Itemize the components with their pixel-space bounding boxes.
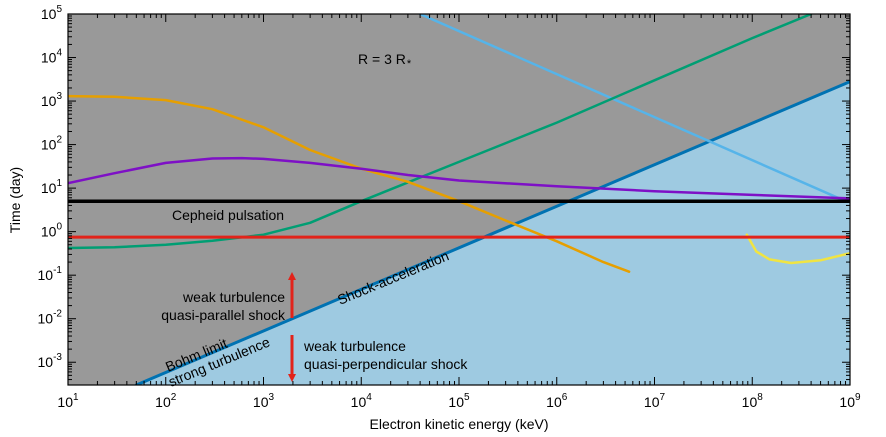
series-line-5 <box>68 156 850 200</box>
perpendicular-annotation-line2: quasi-perpendicular shock <box>304 356 468 372</box>
x-tick-label: 107 <box>644 392 666 410</box>
x-tick-label: 101 <box>57 392 79 410</box>
x-tick-label: 104 <box>351 392 373 410</box>
y-tick-label: 10-3 <box>38 352 63 370</box>
series-layer <box>68 14 850 385</box>
y-tick-label: 105 <box>41 4 63 22</box>
x-tick-label: 105 <box>448 392 470 410</box>
parallel-annotation-line1: weak turbulence <box>182 289 285 305</box>
y-tick-label: 102 <box>41 135 63 153</box>
sampling-region-lower <box>136 81 850 385</box>
y-tick-label: 103 <box>41 91 63 109</box>
perpendicular-annotation-line1: weak turbulence <box>303 338 406 354</box>
y-tick-label: 100 <box>41 222 63 240</box>
radius-annotation: R = 3 R* <box>358 51 412 70</box>
series-line-6 <box>745 233 850 265</box>
series-line-3 <box>68 14 813 250</box>
y-tick-label: 10-2 <box>38 309 63 327</box>
plot-area <box>68 14 850 385</box>
cepheid-annotation: Cepheid pulsation <box>172 207 284 223</box>
series-line-1 <box>134 80 850 385</box>
y-tick-label: 104 <box>41 48 63 66</box>
y-axis-title: Time (day) <box>7 167 23 233</box>
x-axis-title: Electron kinetic energy (keV) <box>370 416 549 432</box>
y-tick-label: 101 <box>41 178 63 196</box>
ticks-layer: 101 102 103 104 105 106 107 108 109 10-3 10-2 10-1 1… <box>38 4 861 410</box>
parallel-annotation-line2: quasi-parallel shock <box>161 307 286 323</box>
x-tick-label: 108 <box>742 392 764 410</box>
x-tick-label: 103 <box>253 392 275 410</box>
y-tick-label: 10-1 <box>38 265 63 283</box>
x-tick-label: 109 <box>839 392 861 410</box>
x-tick-label: 102 <box>155 392 177 410</box>
series-line-2 <box>418 14 847 203</box>
x-tick-label: 106 <box>546 392 568 410</box>
